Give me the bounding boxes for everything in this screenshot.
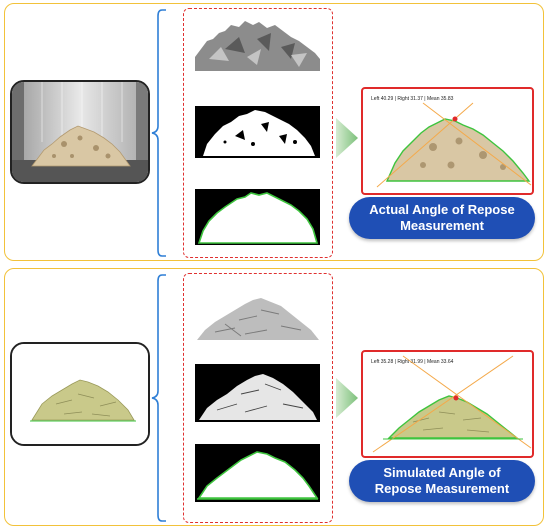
actual-arrow-icon: [336, 118, 358, 158]
actual-angle-readout: Left 40.29 | Right 31.37 | Mean 35.83: [371, 96, 454, 102]
simulated-measurement-image: Left 35.28 | Right 31.99 | Mean 33.64: [361, 350, 534, 458]
simulated-grayscale-image: [195, 286, 320, 342]
simulated-measurement-label: Simulated Angle of Repose Measurement: [349, 460, 535, 502]
actual-measurement-image: Left 40.29 | Right 31.37 | Mean 35.83: [361, 87, 534, 195]
simulated-brace: [151, 274, 166, 522]
actual-photo: [12, 82, 148, 182]
simulated-label-line1: Simulated Angle of: [383, 465, 501, 480]
simulated-binary-image: [195, 364, 320, 422]
actual-photo-frame: [10, 80, 150, 184]
actual-processing-steps: [183, 8, 333, 258]
actual-label-line1: Actual Angle of Repose: [369, 202, 515, 217]
actual-measurement-label: Actual Angle of Repose Measurement: [349, 197, 535, 239]
simulated-render-frame: [10, 342, 150, 446]
simulated-render: [12, 344, 148, 444]
simulated-label-line2: Repose Measurement: [374, 481, 510, 496]
actual-outline-image: [195, 189, 320, 245]
simulated-outline-image: [195, 444, 320, 502]
actual-label-line2: Measurement: [400, 218, 484, 233]
actual-brace: [151, 9, 166, 257]
actual-binary-image: [195, 106, 320, 158]
simulated-processing-steps: [183, 273, 333, 523]
simulated-arrow-icon: [336, 378, 358, 418]
actual-grayscale-image: [195, 19, 320, 71]
